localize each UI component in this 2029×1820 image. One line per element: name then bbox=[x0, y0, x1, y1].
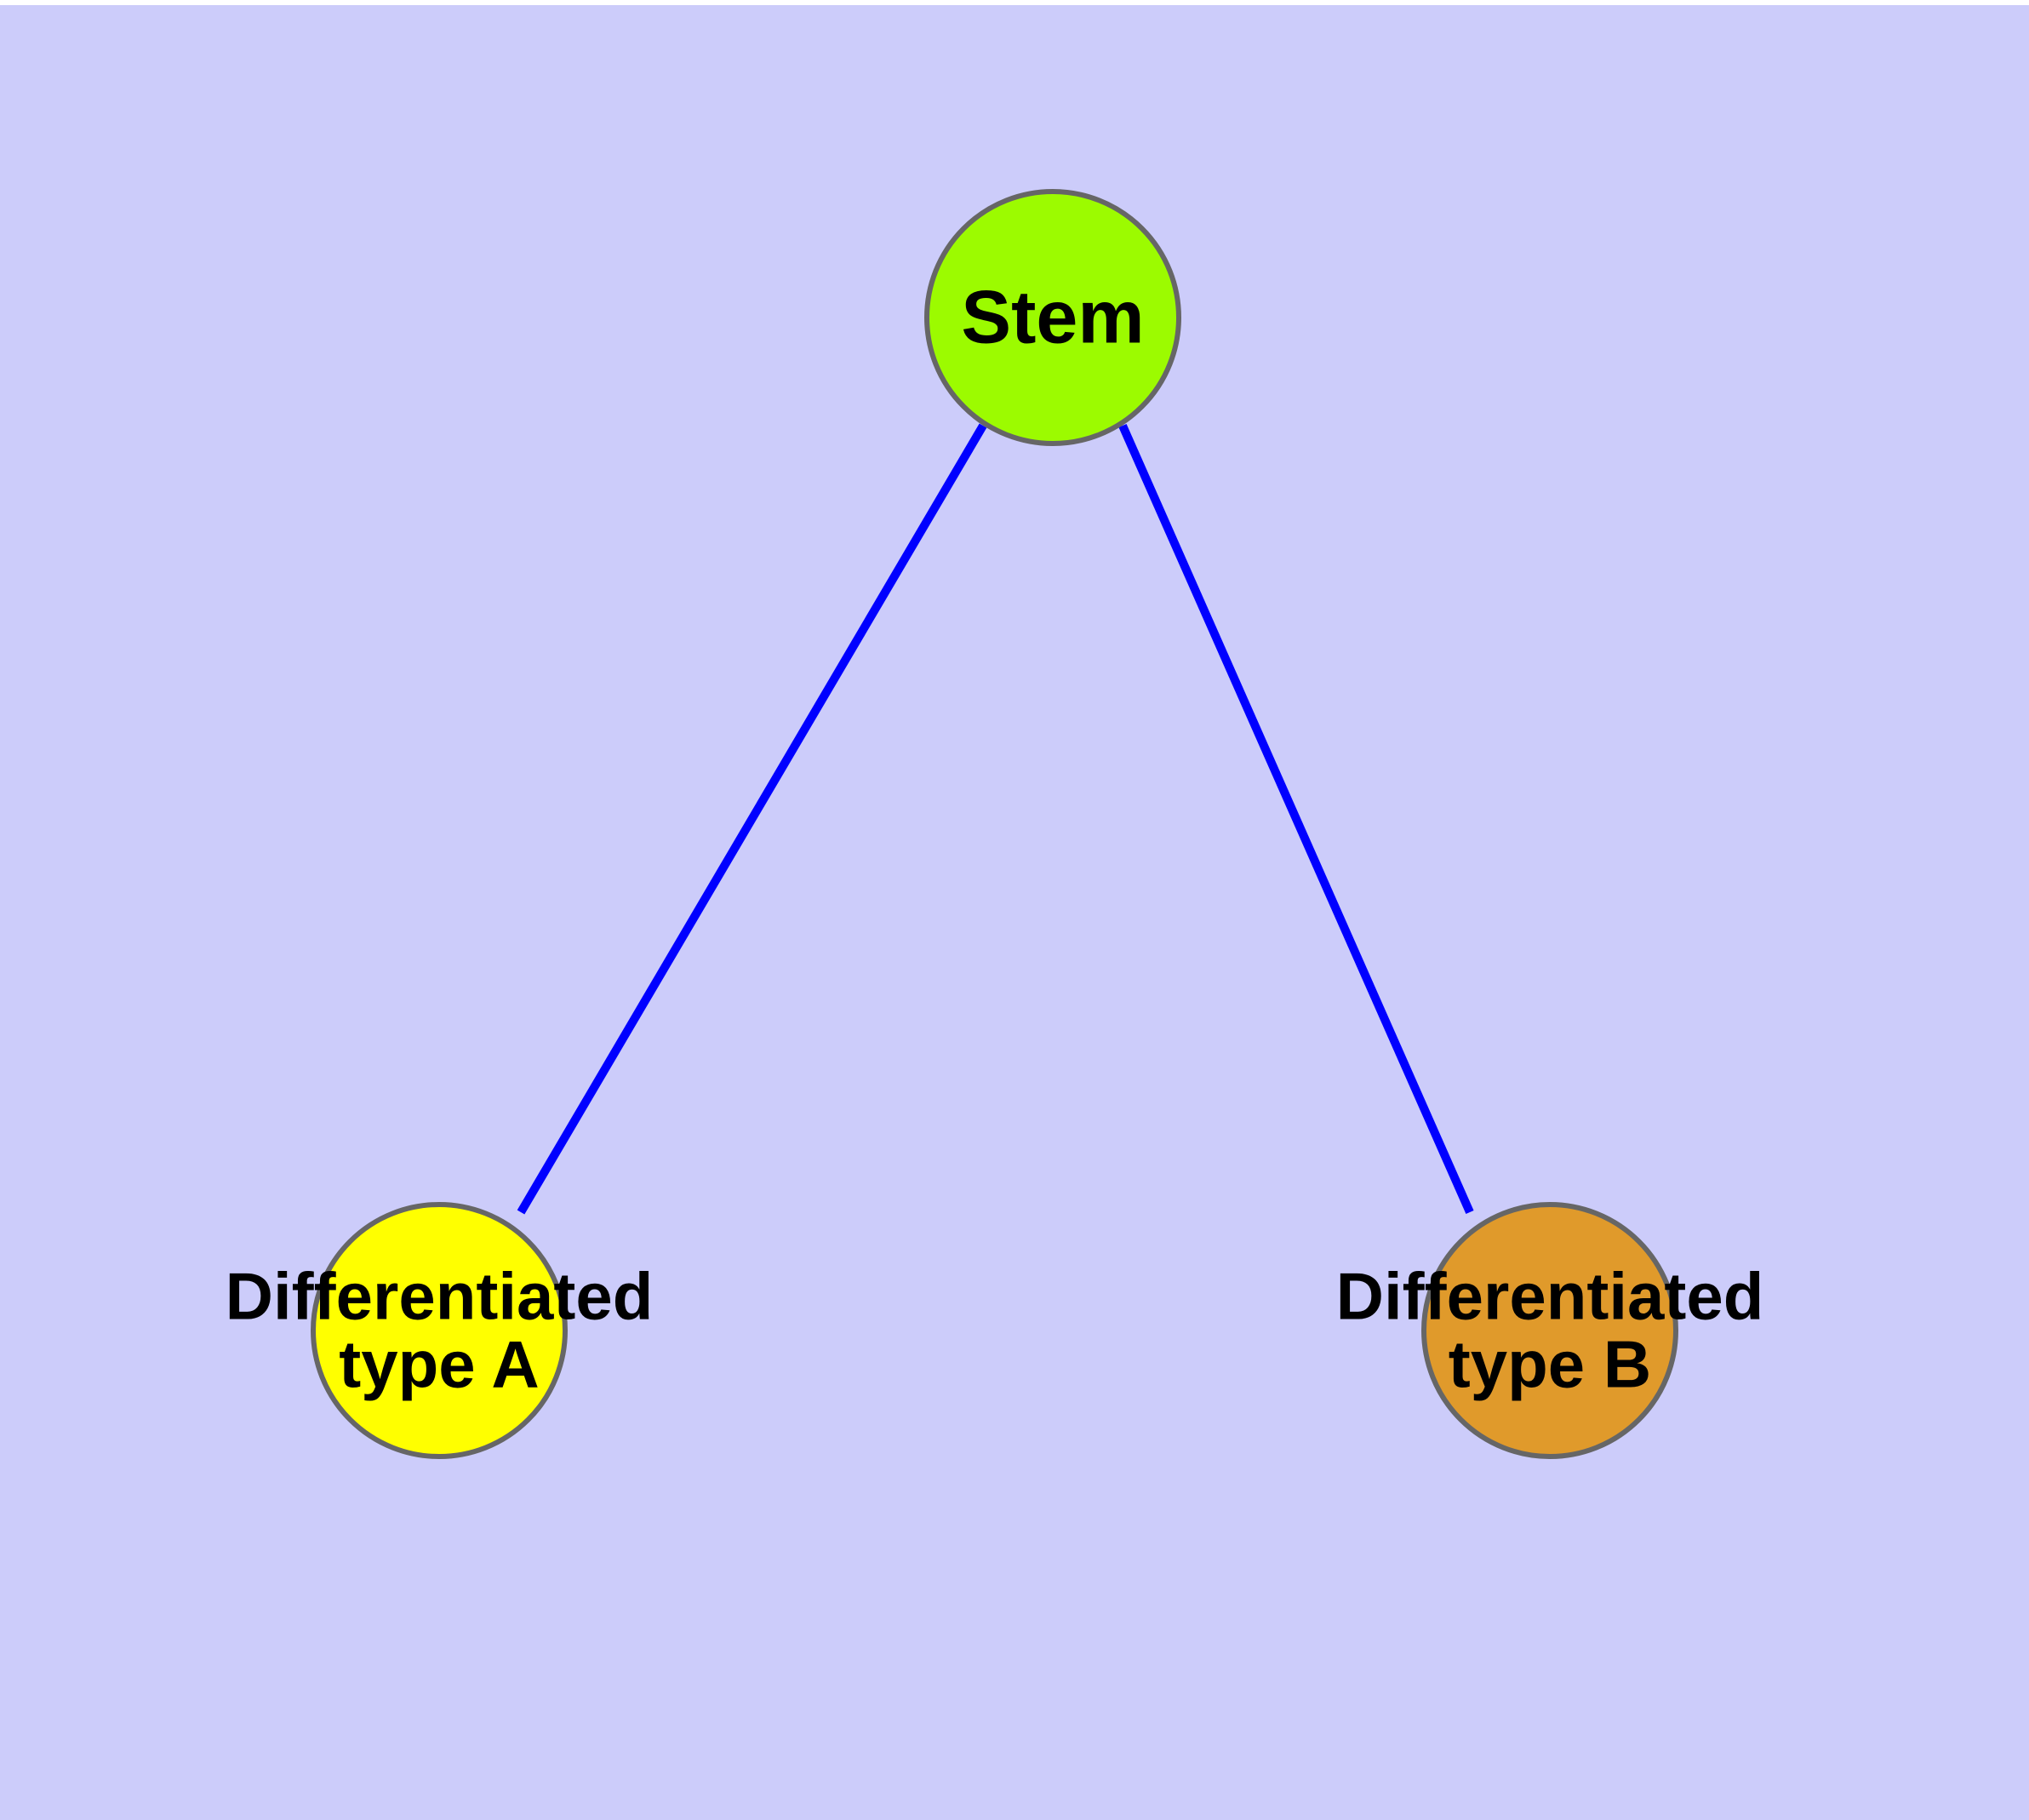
edge-stem-to-differentiated-a bbox=[517, 423, 987, 1215]
node-differentiated-type-a[interactable] bbox=[311, 1202, 568, 1459]
edge-stem-to-differentiated-b bbox=[1118, 423, 1474, 1215]
edge-layer bbox=[517, 423, 1474, 1215]
node-differentiated-type-b[interactable] bbox=[1421, 1202, 1678, 1459]
node-stem[interactable] bbox=[924, 189, 1181, 446]
node-layer bbox=[311, 189, 1678, 1459]
